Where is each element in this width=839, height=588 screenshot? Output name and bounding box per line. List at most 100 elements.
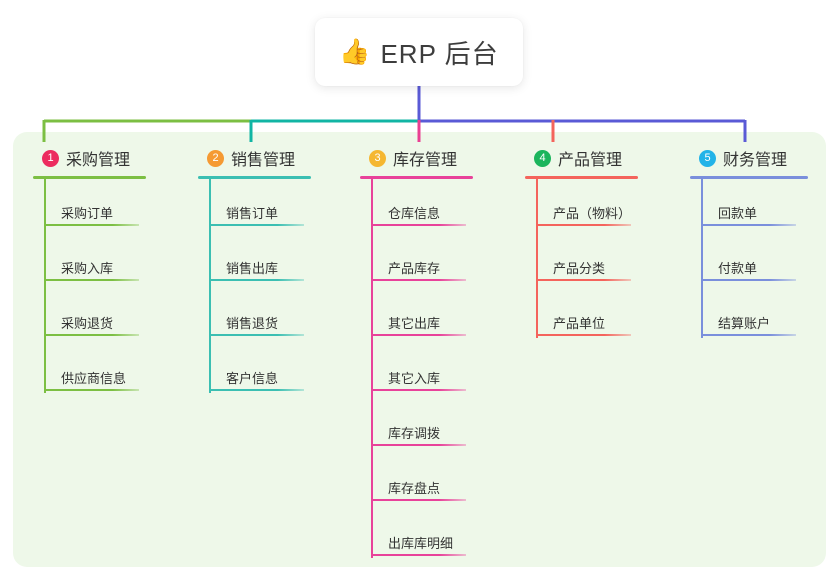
list-item-label: 产品分类 [553,261,606,276]
list-item[interactable]: 结算账户 [690,289,808,344]
list-item-underline [209,224,304,226]
number-badge-icon: 5 [699,149,716,167]
list-item-label: 销售订单 [226,206,279,221]
list-item-underline [371,444,466,446]
list-item[interactable]: 产品分类 [525,234,638,289]
list-item[interactable]: 采购订单 [33,179,146,234]
column-item-list: 销售订单销售出库销售退货客户信息 [198,179,311,399]
list-item-underline [44,334,139,336]
list-item[interactable]: 销售出库 [198,234,311,289]
column-item-list: 回款单付款单结算账户 [690,179,808,344]
column-header-3[interactable]: 3 库存管理 [360,145,473,171]
list-item-underline [44,389,139,391]
number-badge-icon: 3 [369,149,386,167]
list-item-label: 采购入库 [61,261,114,276]
column-header-5[interactable]: 5 财务管理 [690,145,808,171]
list-item-label: 供应商信息 [61,371,127,386]
number-badge-icon: 1 [42,149,59,167]
list-item-underline [701,224,796,226]
thumbs-up-emoji: 👍 [339,37,371,66]
column-5: 5 财务管理回款单付款单结算账户 [690,145,808,344]
list-item-underline [701,279,796,281]
list-item[interactable]: 库存调拨 [360,399,473,454]
list-item-label: 结算账户 [718,316,771,331]
column-spine [536,179,538,338]
list-item-label: 产品（物料） [553,206,632,221]
list-item[interactable]: 库存盘点 [360,454,473,509]
column-item-list: 产品（物料） 产品分类产品单位 [525,179,638,344]
list-item[interactable]: 出库库明细 [360,509,473,564]
list-item[interactable]: 产品库存 [360,234,473,289]
list-item-underline [209,279,304,281]
list-item-label: 其它入库 [388,371,441,386]
list-item-underline [371,554,466,556]
list-item-label: 销售退货 [226,316,279,331]
list-item-label: 付款单 [718,261,758,276]
column-item-list: 采购订单采购入库采购退货供应商信息 [33,179,146,399]
column-header-4[interactable]: 4 产品管理 [525,145,638,171]
list-item-underline [536,279,631,281]
column-header-underline [198,176,311,179]
list-item-underline [536,334,631,336]
list-item[interactable]: 产品（物料） [525,179,638,234]
column-header-1[interactable]: 1 采购管理 [33,145,146,171]
diagram-panel [13,132,826,567]
list-item[interactable]: 供应商信息 [33,344,146,399]
column-3: 3 库存管理仓库信息产品库存其它出库其它入库库存调拨库存盘点出库库明细 [360,145,473,564]
list-item[interactable]: 销售退货 [198,289,311,344]
list-item-label: 采购订单 [61,206,114,221]
list-item-label: 产品库存 [388,261,441,276]
list-item-underline [371,499,466,501]
list-item[interactable]: 回款单 [690,179,808,234]
list-item[interactable]: 产品单位 [525,289,638,344]
list-item[interactable]: 付款单 [690,234,808,289]
list-item-underline [209,389,304,391]
column-title: 库存管理 [393,152,458,169]
list-item[interactable]: 采购退货 [33,289,146,344]
list-item-underline [44,279,139,281]
list-item-underline [371,389,466,391]
list-item[interactable]: 客户信息 [198,344,311,399]
list-item-underline [371,334,466,336]
list-item-label: 回款单 [718,206,758,221]
column-spine [371,179,373,558]
column-1: 1 采购管理采购订单采购入库采购退货供应商信息 [33,145,146,399]
column-title: 采购管理 [66,152,131,169]
list-item-label: 产品单位 [553,316,606,331]
number-badge-icon: 2 [207,149,224,167]
column-title: 财务管理 [723,152,788,169]
column-header-2[interactable]: 2 销售管理 [198,145,311,171]
page-title: ERP 后台 [380,38,499,69]
column-header-underline [690,176,808,179]
list-item-underline [209,334,304,336]
column-spine [701,179,703,338]
list-item-label: 其它出库 [388,316,441,331]
list-item-underline [536,224,631,226]
list-item[interactable]: 其它入库 [360,344,473,399]
column-title: 销售管理 [231,152,296,169]
list-item[interactable]: 其它出库 [360,289,473,344]
list-item-label: 采购退货 [61,316,114,331]
list-item-label: 销售出库 [226,261,279,276]
list-item-underline [371,279,466,281]
list-item[interactable]: 采购入库 [33,234,146,289]
column-2: 2 销售管理销售订单销售出库销售退货客户信息 [198,145,311,399]
root-node-erp[interactable]: 👍 ERP 后台 [315,18,523,86]
column-title: 产品管理 [558,152,623,169]
column-spine [209,179,211,393]
column-4: 4 产品管理产品（物料） 产品分类产品单位 [525,145,638,344]
column-spine [44,179,46,393]
list-item-label: 仓库信息 [388,206,441,221]
column-header-underline [525,176,638,179]
list-item[interactable]: 销售订单 [198,179,311,234]
list-item-label: 客户信息 [226,371,279,386]
column-header-underline [360,176,473,179]
list-item[interactable]: 仓库信息 [360,179,473,234]
list-item-label: 库存调拨 [388,426,441,441]
list-item-label: 库存盘点 [388,481,441,496]
number-badge-icon: 4 [534,149,551,167]
list-item-underline [371,224,466,226]
list-item-label: 出库库明细 [388,536,454,551]
column-header-underline [33,176,146,179]
